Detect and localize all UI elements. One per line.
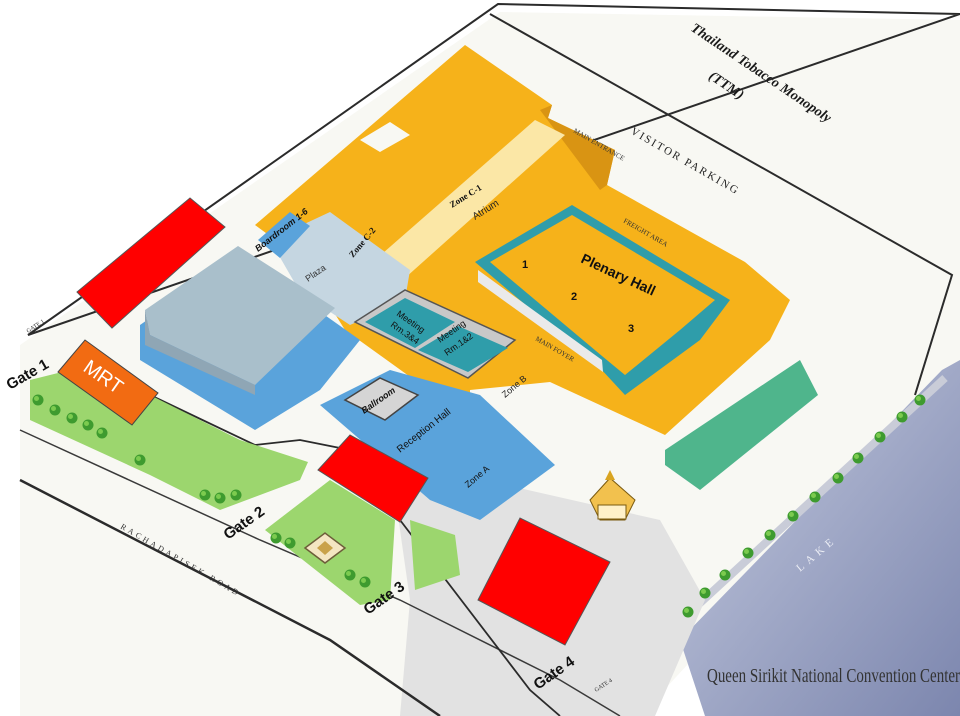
thai-pavilion-icon (589, 470, 636, 521)
plenary-seat-2: 2 (571, 291, 577, 303)
building-notch-white (360, 122, 410, 152)
plenary-hall-wall (478, 270, 603, 372)
red-marker-2[interactable] (317, 434, 429, 523)
plenary-seat-1: 1 (522, 259, 528, 271)
meeting-room-12 (418, 326, 508, 372)
fountain-icon (303, 532, 347, 564)
footer-title: Queen Sirikit National Convention Center (707, 665, 960, 687)
red-marker-1[interactable] (76, 197, 226, 329)
red-marker-3[interactable] (477, 517, 611, 646)
garden-east (665, 360, 818, 490)
building-grey-side (145, 310, 255, 395)
rachadapisek-road-edge-1 (19, 478, 441, 716)
boardroom-block (258, 212, 310, 258)
visitor-parking-boundary (489, 13, 954, 396)
plenary-hall-floor (490, 215, 715, 375)
lake (680, 360, 960, 716)
meeting-room-34 (365, 298, 455, 348)
building-yellow-shade (540, 105, 615, 190)
lawn-gate3 (410, 520, 460, 590)
mrt-station[interactable] (57, 339, 159, 426)
plenary-seat-3: 3 (628, 323, 634, 335)
main-entrance-walkway (375, 120, 565, 278)
ballroom-block (343, 377, 420, 421)
rachadapisek-road-edge-2 (19, 429, 621, 716)
site-road-edge (149, 394, 351, 451)
plaza-area (270, 212, 410, 325)
building-grey-block (145, 246, 335, 385)
